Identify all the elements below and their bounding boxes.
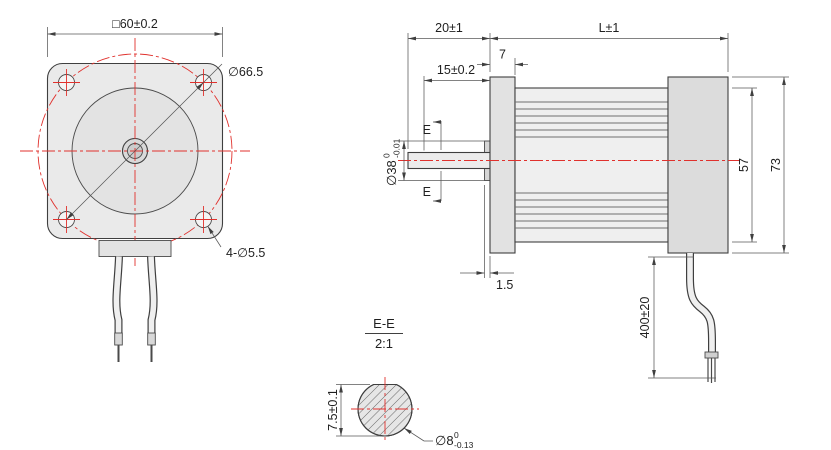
front-terminal-box	[98, 240, 172, 257]
wire-crimp	[147, 332, 156, 346]
dim-pilot-label: ∅38	[384, 160, 399, 186]
front-lead-wires	[112, 256, 158, 362]
wire-crimp	[114, 332, 123, 346]
side-view: 20±1 L±1 7 15±0.2 E E	[382, 21, 789, 383]
front-view: □60±0.2 ∅66.5 4-∅5.5	[20, 17, 265, 362]
side-front-flange	[489, 76, 516, 254]
dim-body-height: 57	[732, 87, 757, 243]
dim-boss-height: 1.5	[460, 185, 514, 292]
dim-square-label: □60±0.2	[112, 17, 158, 31]
dim-bolt-circle-label: ∅66.5	[228, 65, 263, 79]
section-view: E-E 2:1 7.5±0.1 ∅8 0 -0.13	[326, 316, 474, 450]
dim-lead-length: 400±20	[638, 256, 716, 379]
dim-shaft-ext: 20±1	[407, 21, 491, 149]
dim-holes: 4-∅5.5	[207, 226, 265, 260]
dim-flat-height: 7.5±0.1	[326, 384, 381, 437]
section-mark-bottom-label: E	[423, 185, 431, 199]
wire-crimp	[704, 351, 719, 359]
side-body	[514, 87, 669, 243]
dim-bolt-circle: ∅66.5	[66, 63, 263, 220]
dim-flat-length-label: 15±0.2	[437, 63, 475, 77]
dim-shaft-dia-label: ∅8	[435, 433, 454, 448]
dim-square-60: □60±0.2	[47, 17, 223, 57]
section-title: E-E	[373, 316, 395, 331]
dim-boss-label: 1.5	[496, 278, 513, 292]
section-mark-top-label: E	[423, 123, 431, 137]
side-lead-wire	[686, 253, 719, 383]
dim-holes-label: 4-∅5.5	[226, 246, 265, 260]
dim-flat-length: 15±0.2	[423, 63, 490, 151]
section-cut-marks: E E	[423, 120, 442, 203]
side-rear-cap	[667, 76, 729, 254]
stator-ribs	[515, 101, 668, 229]
dim-flange-label: 7	[499, 48, 506, 62]
dim-total-height-label: 73	[769, 158, 783, 172]
dim-total-height: 73	[732, 76, 789, 254]
dim-flange-thickness: 7	[477, 48, 528, 75]
dim-pilot-tol-hi: 0	[382, 153, 392, 158]
dim-pilot-dia: ∅38 0 -0.01	[382, 138, 485, 186]
dim-shaft-ext-label: 20±1	[435, 21, 463, 35]
dim-flat-height-label: 7.5±0.1	[326, 389, 340, 431]
dim-length: L±1	[490, 21, 729, 72]
dim-shaft-tol-lo: -0.13	[454, 440, 474, 450]
dim-body-height-label: 57	[737, 158, 751, 172]
dim-length-label: L±1	[599, 21, 620, 35]
section-scale: 2:1	[375, 336, 393, 351]
dim-shaft-dia: ∅8 0 -0.13	[403, 427, 474, 450]
dim-pilot-tol-lo: -0.01	[392, 138, 402, 158]
dim-shaft-tol-hi: 0	[454, 430, 459, 440]
dim-lead-label: 400±20	[638, 297, 652, 339]
